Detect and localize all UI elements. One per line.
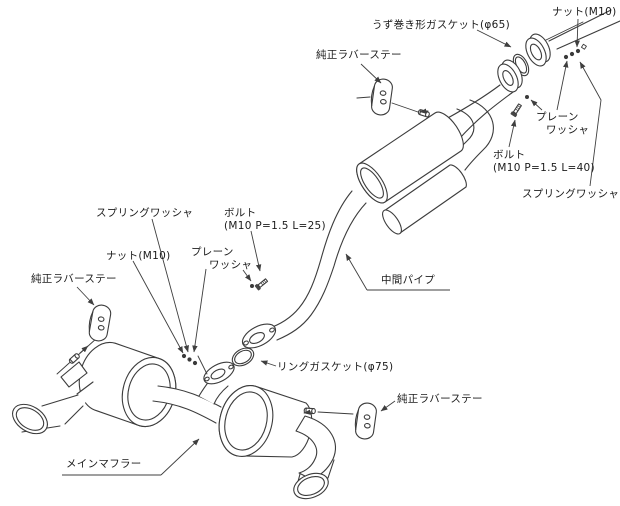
washer (250, 284, 254, 288)
label-nut-top: ナット(M10) (552, 6, 617, 18)
hanger-pin (417, 108, 431, 118)
leader-stay-left (76, 286, 95, 306)
right-tailpipe (293, 415, 336, 500)
leader-bolt-40 (508, 119, 517, 148)
rubber-stay-top (368, 77, 394, 117)
label-rubber-stay-top: 純正ラバーステー (316, 49, 402, 61)
right-muffler (218, 385, 313, 458)
ring-gasket (231, 347, 255, 367)
label-line: プレーン (191, 246, 234, 258)
intermediate-pipe (241, 84, 514, 349)
leader-lines (62, 18, 602, 476)
mid-pipe-flange-bottom (241, 323, 277, 349)
label-ring-gasket: リングガスケット(φ75) (277, 361, 394, 373)
leader-plain-washer-left-a (192, 268, 207, 353)
leader-plain-washer-left-b (242, 269, 252, 282)
label-plain-washer-right: プレーン ワッシャ (536, 111, 589, 136)
flange-stud (545, 21, 584, 41)
label-line: ワッシャ (546, 123, 590, 136)
label-line: (M10 P=1.5 L=40) (493, 161, 595, 174)
muffler-inlet-flange (203, 361, 235, 385)
sub-resonator (382, 164, 467, 235)
left-muffler (78, 342, 177, 428)
front-pipe (545, 9, 620, 50)
label-mid-pipe: 中間パイプ (381, 274, 435, 286)
resonator (356, 111, 464, 204)
mid-pipe-body (267, 191, 366, 340)
label-plain-washer-left: プレーン ワッシャ (191, 246, 252, 271)
label-bolt-25: ボルト (M10 P=1.5 L=25) (224, 207, 326, 232)
label-spiral-gasket: うず巻き形ガスケット(φ65) (372, 19, 510, 31)
leader-plain-washer-right-a (530, 99, 543, 111)
label-line: (M10 P=1.5 L=25) (224, 219, 326, 232)
front-flange (525, 33, 551, 67)
leader-plain-washer-right-b (556, 60, 569, 111)
label-line: ワッシャ (209, 258, 253, 271)
leader-stay-right (380, 400, 396, 412)
label-spring-washer-right: スプリングワッシャ (522, 188, 620, 200)
label-nut-left: ナット(M10) (106, 250, 171, 262)
nut-washer-set-top (563, 43, 587, 60)
leader-stay-top (360, 63, 382, 84)
label-rubber-stay-left: 純正ラバーステー (31, 273, 117, 285)
rubber-stay-right (352, 401, 378, 441)
mid-pipe-flange-top (497, 59, 523, 93)
label-main-muffler: メインマフラー (66, 458, 142, 470)
label-bolt-40: ボルト (M10 P=1.5 L=40) (493, 149, 595, 174)
loop-pipe (464, 99, 494, 171)
label-line: ボルト (493, 149, 526, 161)
leader-bolt-25 (250, 230, 262, 272)
leader-nut-left (132, 260, 184, 354)
left-hanger (56, 302, 113, 388)
left-exhaust-tip (12, 381, 94, 435)
nut-washer-set-left (181, 353, 198, 366)
top-hanger (356, 77, 431, 118)
right-hanger (303, 401, 378, 441)
rubber-stay-left (85, 302, 113, 343)
bolt-m10-40 (509, 102, 524, 118)
leader-mid-pipe (345, 253, 368, 291)
label-line: プレーン (536, 111, 579, 123)
leader-spiral-gasket (476, 29, 512, 48)
hanger-bracket (60, 361, 88, 388)
leader-spring-washer-right (579, 61, 602, 187)
bolt-m10-25 (253, 277, 270, 292)
crossover-pipe (152, 385, 222, 424)
leader-nut-top (574, 18, 580, 48)
hangers (56, 77, 431, 441)
label-line: ボルト (224, 207, 257, 219)
label-rubber-stay-right: 純正ラバーステー (397, 393, 483, 405)
leader-ring-gasket (260, 360, 277, 367)
washer (525, 95, 529, 99)
fasteners (181, 43, 587, 375)
main-muffler (12, 342, 336, 500)
label-spring-washer-left: スプリングワッシャ (96, 207, 194, 219)
leader-main-muffler (160, 438, 200, 476)
leader-spring-washer-left (151, 218, 189, 353)
